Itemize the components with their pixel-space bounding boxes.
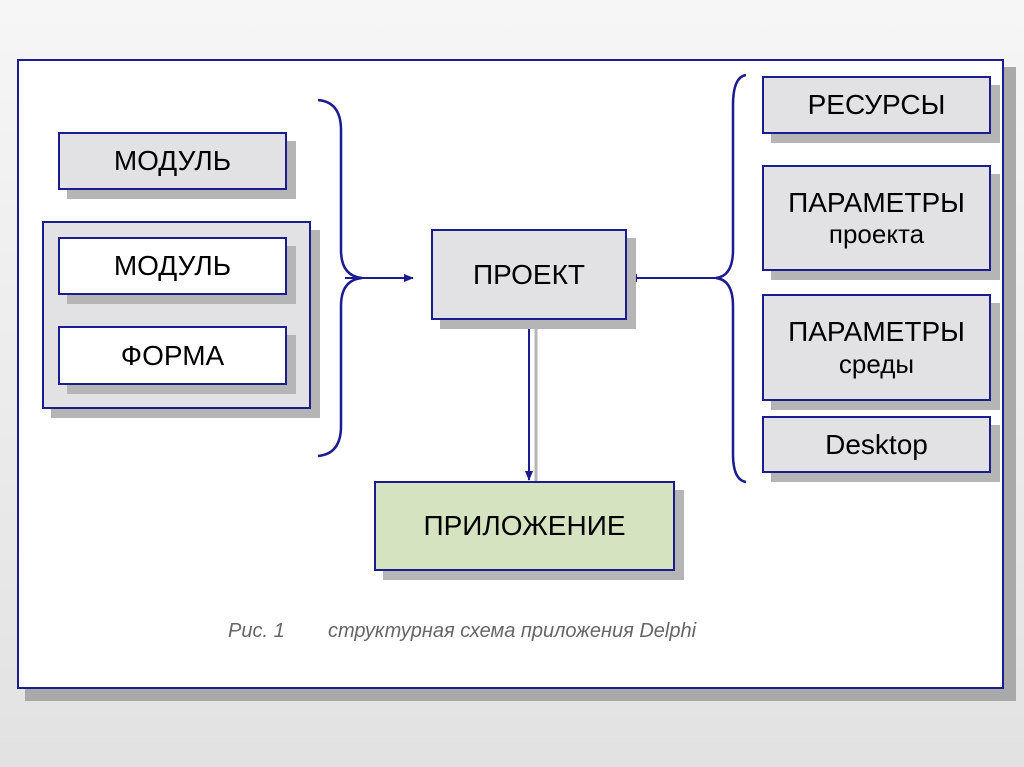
env-params-sub: среды bbox=[838, 348, 915, 379]
form-box: ФОРМА bbox=[58, 326, 287, 385]
project-params-sub: проекта bbox=[828, 219, 925, 250]
desktop-label: Desktop bbox=[825, 428, 928, 460]
module-label: МОДУЛЬ bbox=[113, 145, 232, 177]
form-label: ФОРМА bbox=[120, 339, 225, 371]
application-box: ПРИЛОЖЕНИЕ bbox=[374, 481, 675, 571]
right-brace bbox=[715, 73, 747, 484]
project-box: ПРОЕКТ bbox=[431, 229, 627, 320]
env-params-title: ПАРАМЕТРЫ bbox=[788, 316, 965, 348]
desktop-box: Desktop bbox=[762, 416, 991, 473]
resources-box: РЕСУРСЫ bbox=[762, 76, 991, 134]
resources-label: РЕСУРСЫ bbox=[807, 89, 946, 121]
application-label: ПРИЛОЖЕНИЕ bbox=[423, 510, 626, 542]
caption-number: Рис. 1 bbox=[228, 620, 285, 642]
env-params-box: ПАРАМЕТРЫ среды bbox=[762, 294, 991, 401]
project-label: ПРОЕКТ bbox=[472, 258, 586, 290]
caption-text: структурная схема приложения Delphi bbox=[328, 620, 697, 642]
module-box: МОДУЛЬ bbox=[58, 132, 287, 190]
group-module-box: МОДУЛЬ bbox=[58, 237, 287, 295]
project-params-box: ПАРАМЕТРЫ проекта bbox=[762, 165, 991, 271]
group-module-label: МОДУЛЬ bbox=[113, 250, 232, 282]
project-params-title: ПАРАМЕТРЫ bbox=[788, 186, 965, 218]
